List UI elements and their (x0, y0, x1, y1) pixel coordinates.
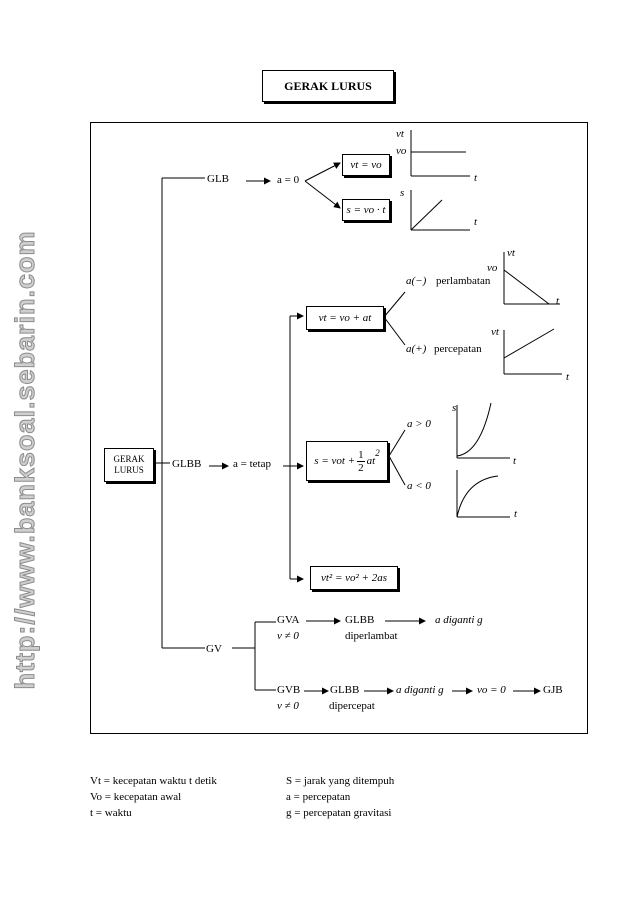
glbb-condition: a = tetap (233, 458, 271, 470)
glbb-a-negative: a < 0 (407, 480, 431, 492)
gv-label: GV (206, 643, 222, 655)
gvb-label: GVB (277, 684, 301, 696)
gvb-substitution: a diganti g (396, 684, 444, 696)
gjb-label: GJB (543, 684, 563, 696)
root-node-box: GERAK LURUS (104, 448, 154, 482)
glbb-graph3-ylabel: s (452, 402, 457, 414)
legend-item-t: t = waktu (90, 807, 132, 819)
glbb-eq2-prefix: s = vot + (314, 455, 356, 467)
glb-equation-distance: s = vo · t (342, 199, 390, 221)
glbb-eq2-suffix: at (366, 455, 376, 467)
glb-label: GLB (207, 173, 229, 185)
glb-graph1-ylabel-vo: vo (396, 145, 407, 157)
glbb-graph1-xlabel: t (556, 295, 560, 307)
gva-description: diperlambat (345, 630, 398, 642)
legend-item-vo: Vo = kecepatan awal (90, 791, 182, 803)
glbb-deceleration-label: perlambatan (436, 275, 491, 287)
root-label-line1: GERAK (113, 454, 145, 464)
glbb-eq2-exponent: 2 (375, 448, 380, 458)
legend-left: Vt = kecepatan waktu t detik Vo = kecepa… (90, 773, 217, 821)
glb-equation-velocity: vt = vo (342, 154, 390, 176)
glb-graph2-xlabel: t (474, 216, 478, 228)
gvb-description: dipercepat (329, 700, 375, 712)
diagram-frame (90, 122, 588, 734)
root-label-line2: LURUS (114, 465, 144, 475)
glbb-acceleration-symbol: a(+) (406, 343, 427, 355)
gva-substitution: a diganti g (435, 614, 483, 626)
glbb-eq2-numerator: 1 (357, 448, 365, 462)
legend-item-g: g = percepatan gravitasi (286, 807, 392, 819)
gvb-condition: v ≠ 0 (277, 700, 299, 712)
legend-item-vt: Vt = kecepatan waktu t detik (90, 775, 217, 787)
gvb-glbb: GLBB (330, 684, 360, 696)
legend-item-a: a = percepatan (286, 791, 351, 803)
glbb-eq2-denominator: 2 (358, 461, 364, 474)
glbb-eq2-fraction: 1 2 (357, 449, 365, 474)
glb-condition: a = 0 (277, 174, 300, 186)
gva-condition: v ≠ 0 (277, 630, 299, 642)
glbb-equation-velocity: vt = vo + at (306, 306, 384, 330)
glb-graph1-xlabel: t (474, 172, 478, 184)
glbb-graph3-xlabel: t (513, 455, 517, 467)
legend-right: S = jarak yang ditempuh a = percepatan g… (286, 773, 394, 821)
glbb-label: GLBB (172, 458, 202, 470)
gva-glbb: GLBB (345, 614, 375, 626)
glbb-deceleration-symbol: a(−) (406, 275, 427, 287)
glbb-graph1-ylabel-vt: vt (507, 247, 515, 259)
glbb-equation-timeless: vt² = vo² + 2as (310, 566, 398, 590)
glbb-graph1-ylabel-vo: vo (487, 262, 498, 274)
glbb-graph4-xlabel: t (514, 508, 518, 520)
glbb-a-positive: a > 0 (407, 418, 431, 430)
glb-graph1-ylabel-vt: vt (396, 128, 404, 140)
gva-label: GVA (277, 614, 300, 626)
legend-item-s: S = jarak yang ditempuh (286, 775, 395, 787)
glbb-acceleration-label: percepatan (434, 343, 482, 355)
page-title: GERAK LURUS (262, 70, 394, 102)
glb-graph2-ylabel: s (400, 187, 405, 199)
glbb-graph2-xlabel: t (566, 371, 570, 383)
gvb-initial-velocity: vo = 0 (477, 684, 506, 696)
glbb-graph2-ylabel: vt (491, 326, 499, 338)
